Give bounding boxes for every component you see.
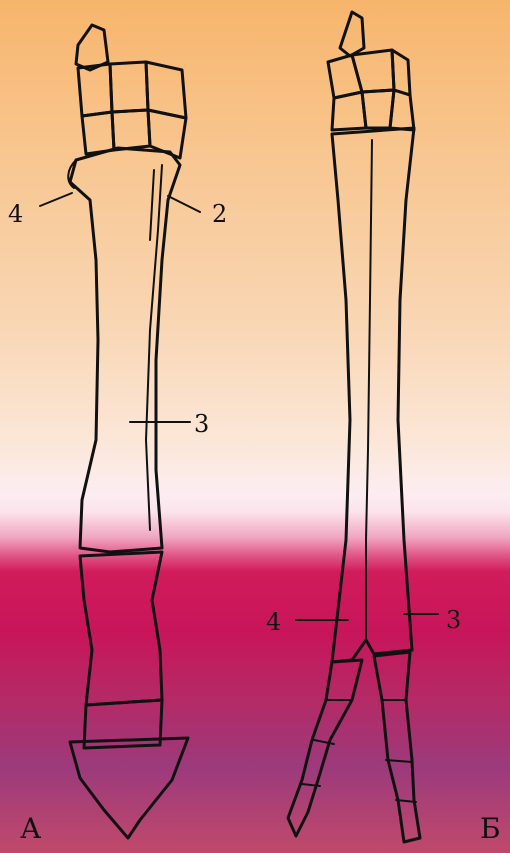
left-carpal-bones bbox=[76, 25, 186, 158]
left-splint-bone-2 bbox=[146, 165, 162, 530]
right-carpal-bones bbox=[328, 12, 414, 130]
left-label-4: 4 bbox=[8, 200, 23, 228]
right-digit-4 bbox=[288, 660, 362, 836]
right-digit-3 bbox=[374, 652, 420, 842]
left-first-phalanx bbox=[80, 552, 162, 705]
left-label-2: 2 bbox=[212, 200, 227, 228]
left-leader-2 bbox=[168, 196, 200, 212]
panel-letter-b: Б bbox=[480, 812, 501, 845]
right-label-3: 3 bbox=[446, 606, 461, 634]
left-cannon-bone bbox=[70, 148, 180, 552]
left-leader-4 bbox=[40, 193, 72, 206]
right-figure bbox=[288, 12, 420, 842]
right-label-4: 4 bbox=[266, 608, 281, 636]
panel-letter-a: А bbox=[20, 812, 41, 845]
left-figure bbox=[68, 25, 188, 838]
right-cannon-bone bbox=[332, 128, 414, 662]
right-cannon-division bbox=[366, 140, 372, 640]
left-label-3: 3 bbox=[194, 410, 209, 438]
left-hoof bbox=[70, 738, 188, 838]
